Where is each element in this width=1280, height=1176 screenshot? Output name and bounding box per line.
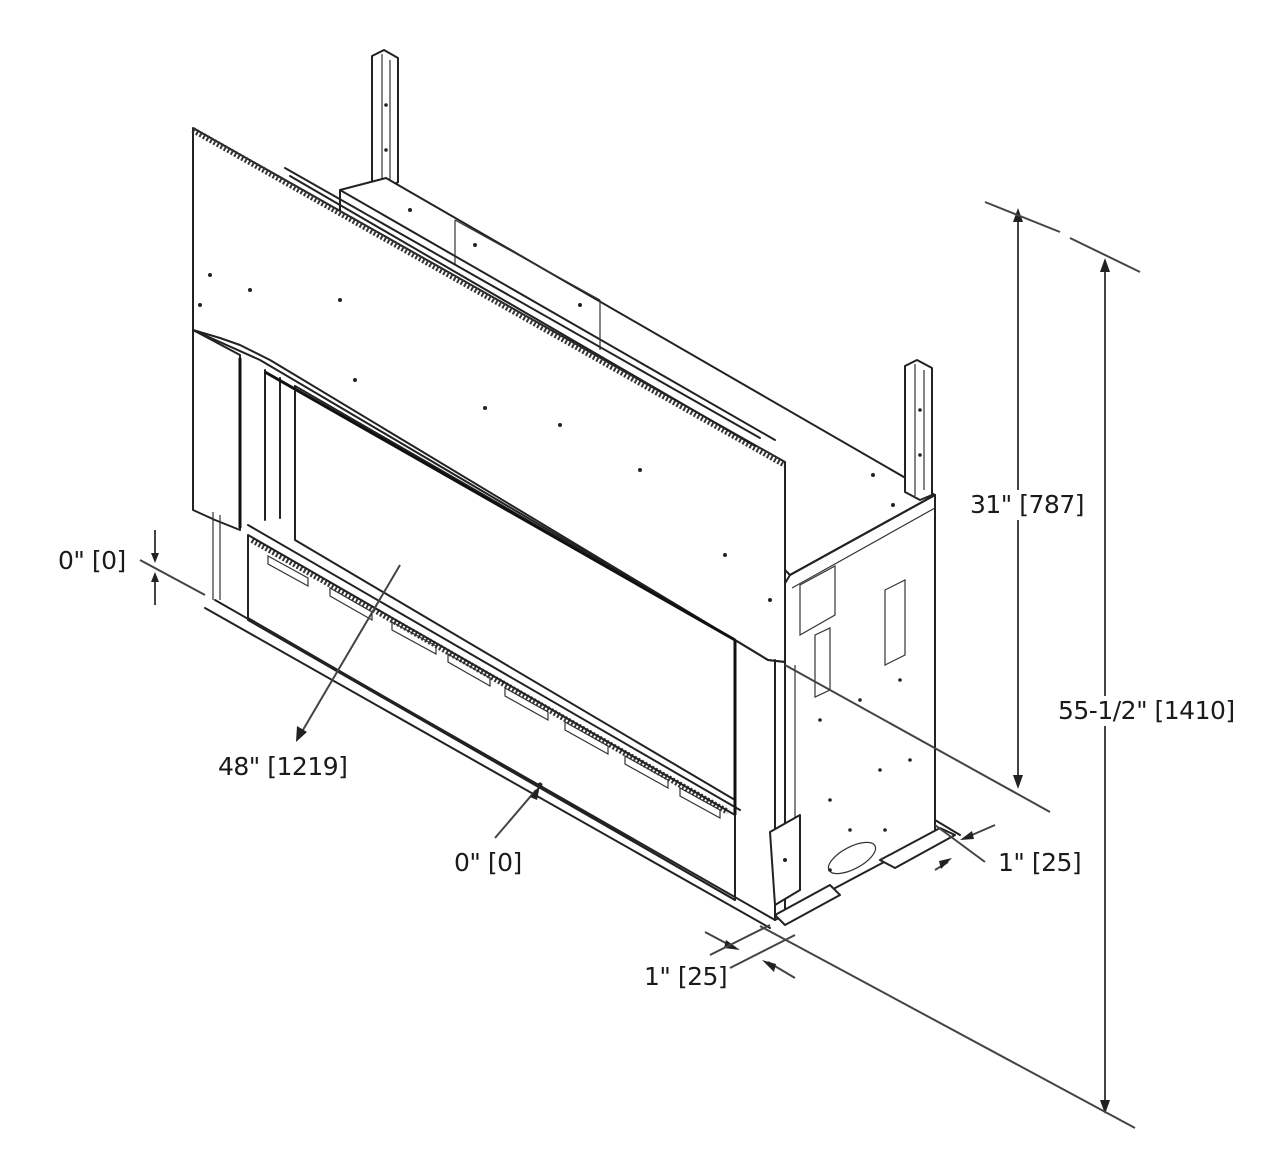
dimension-left-offset: 0" [0] [56,546,128,576]
right-standoff-bracket [904,359,933,501]
dimension-front-clearance: 1" [25] [642,962,730,992]
dimension-lines [139,201,1141,1129]
dimension-side-clearance: 1" [25] [996,848,1084,878]
dimension-viewing-width: 48" [1219] [216,752,350,782]
firebox-right-side [774,494,961,921]
glass-viewing-area [192,329,841,929]
left-standoff-bracket [371,49,399,191]
dimension-overall-height: 55-1/2" [1410] [1056,696,1237,726]
dimension-front-offset: 0" [0] [452,848,524,878]
front-facing-panel [191,127,787,663]
dimension-viewing-height: 31" [787] [968,490,1086,520]
